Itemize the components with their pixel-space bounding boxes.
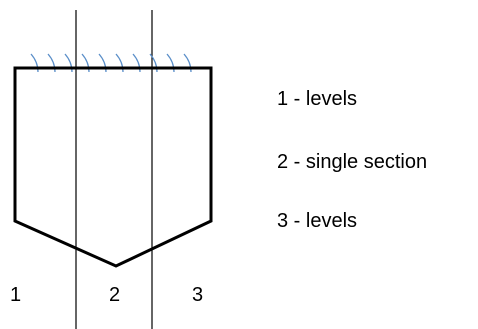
water-arc [47,53,56,73]
water-arc [183,53,192,73]
water-arc [166,53,175,73]
water-arcs [30,53,192,73]
zone-number-2: 2 [109,284,121,306]
water-arc [81,53,90,73]
section-outline [13,66,213,268]
water-arc [149,53,158,73]
zone-number-3: 3 [192,284,204,306]
water-arc [115,53,124,73]
water-arc [64,53,73,73]
water-arc [30,53,39,73]
water-arc [98,53,107,73]
legend-item-3: 3 - levels [277,210,358,232]
legend-item-1: 1 - levels [277,88,358,110]
zone-number-1: 1 [10,284,22,306]
legend-item-2: 2 - single section [277,151,428,173]
water-arc [132,53,141,73]
